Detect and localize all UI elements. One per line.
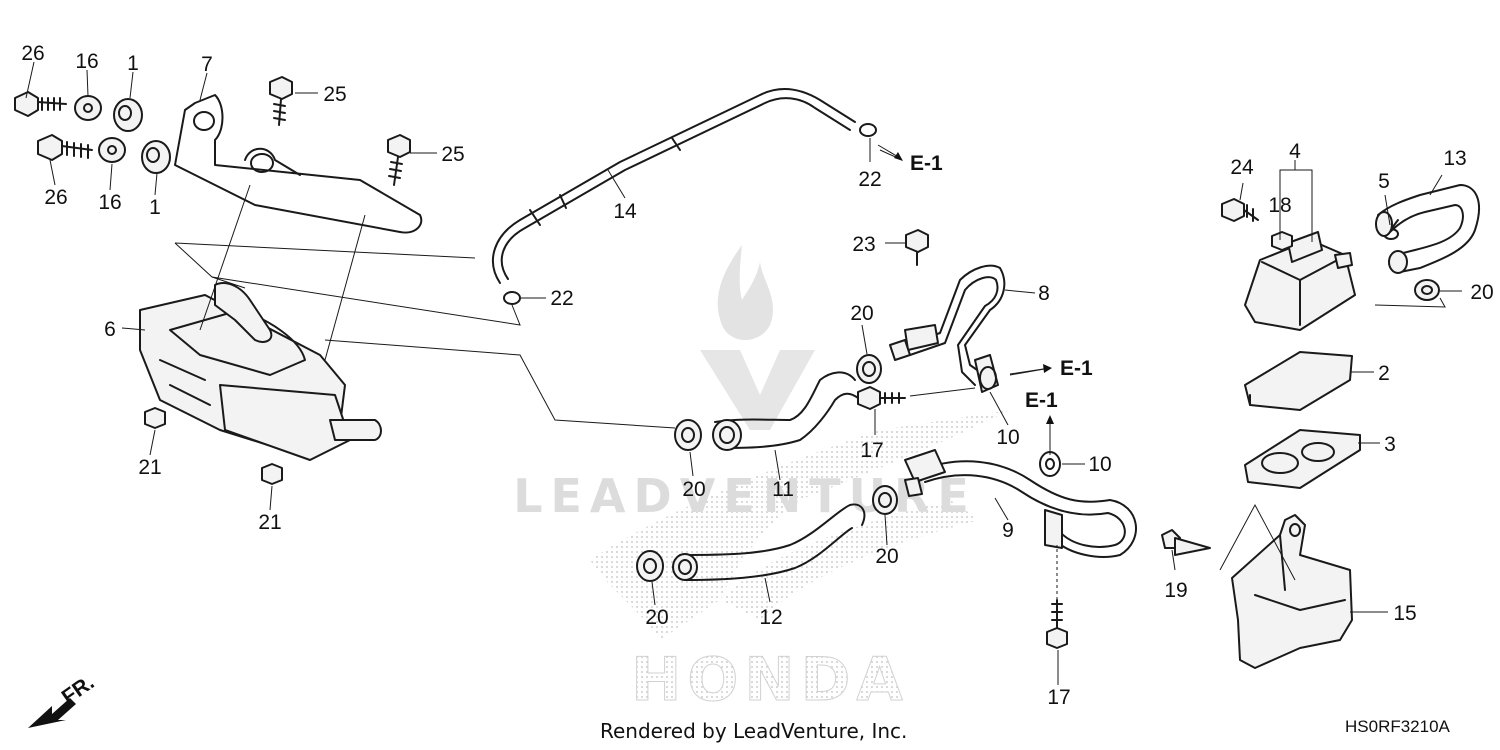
callout-20-hose11: 20 [682, 478, 705, 501]
callout-20-top: 20 [850, 302, 873, 325]
filter-element [1244, 351, 1353, 411]
callout-18: 18 [1268, 194, 1291, 217]
front-direction-label: FR. [58, 671, 99, 709]
callout-23: 23 [852, 233, 875, 256]
callout-12: 12 [759, 606, 782, 629]
callout-22-upper: 22 [858, 168, 881, 191]
clamp-20-right [1414, 279, 1440, 301]
callout-20-right: 20 [1470, 281, 1493, 304]
fuel-pipe-lower [904, 449, 1137, 558]
callout-21-upper: 21 [138, 456, 161, 479]
fuel-hose-upper [712, 371, 859, 451]
diagram-code: HS0RF3210A [1345, 717, 1451, 736]
callout-11: 11 [772, 478, 794, 501]
callout-21-lower: 21 [258, 511, 281, 534]
bolt-23 [905, 229, 929, 266]
washer-16-lower [98, 137, 126, 163]
callout-20-hose12-lower: 20 [645, 606, 668, 629]
leadventure-watermark-text: LEADVENTURE [513, 469, 977, 523]
clamp-20-hose11-lower [674, 419, 702, 451]
ref-e1-lower: E-1 [1025, 389, 1058, 412]
callout-17-lower: 17 [1047, 686, 1070, 709]
clip-22-lower [503, 291, 521, 305]
callout-3: 3 [1384, 433, 1396, 456]
callout-labels: 26 16 1 26 16 1 7 25 25 6 21 21 14 22 22… [21, 42, 1493, 709]
callout-10-upper: 10 [996, 426, 1019, 449]
e1-arrow-lower [1046, 415, 1054, 455]
bolt-17-lower [1046, 545, 1068, 649]
callout-2: 2 [1378, 362, 1390, 385]
bolt-17-upper [857, 386, 906, 410]
e1-arrow-middle [1009, 364, 1052, 375]
nut-18 [1271, 231, 1293, 251]
gasket-10-upper [979, 366, 997, 390]
fuel-hose-lower [672, 503, 866, 581]
callout-26-bottom: 26 [44, 186, 67, 209]
hose-13 [1375, 184, 1480, 274]
vent-hose [491, 88, 856, 284]
callout-15: 15 [1393, 602, 1416, 625]
callout-16-top: 16 [75, 50, 98, 73]
grommet-1-upper [113, 98, 143, 132]
callout-22-lower: 22 [550, 287, 573, 310]
washer-16-upper [74, 95, 102, 121]
bolt-25-upper [269, 76, 293, 126]
callout-20-hose12-upper: 20 [875, 545, 898, 568]
nut-21-lower [261, 463, 283, 485]
gasket-10-lower [1039, 451, 1061, 477]
grommet-1-lower [141, 140, 171, 174]
callout-8: 8 [1038, 282, 1050, 305]
callout-4: 4 [1289, 140, 1301, 163]
bolt-26-lower [37, 134, 93, 161]
callout-13: 13 [1443, 147, 1466, 170]
fuel-pipe-upper [889, 264, 1006, 393]
clamp-20-hose12-lower [636, 550, 664, 582]
ref-e1-upper: E-1 [910, 152, 943, 175]
fuel-pump-bracket [174, 94, 423, 234]
callout-24: 24 [1230, 156, 1254, 179]
nut-21-upper [144, 407, 166, 429]
ref-e1-middle: E-1 [1060, 357, 1093, 380]
honda-wing-watermark [590, 410, 1010, 640]
front-direction-arrow-icon [28, 698, 76, 728]
fuel-filter-case [1244, 231, 1356, 331]
leadventure-logo-watermark [700, 245, 815, 430]
callout-25-upper: 25 [323, 83, 346, 106]
clip-22-upper [859, 123, 877, 137]
callout-26-top: 26 [21, 42, 44, 65]
callout-14: 14 [613, 200, 637, 223]
clamp-20-hose11-upper [856, 354, 882, 384]
callout-1-top: 1 [127, 52, 139, 75]
callout-16-bottom: 16 [98, 191, 121, 214]
e1-arrow-upper [879, 149, 903, 161]
filter-cover [1231, 514, 1353, 669]
callout-9: 9 [1002, 519, 1014, 542]
callout-17-upper: 17 [860, 439, 883, 462]
bolt-26-upper [14, 91, 67, 117]
rendered-by-credit: Rendered by LeadVenture, Inc. [600, 719, 907, 743]
filter-seal [1244, 429, 1361, 489]
callout-25-lower: 25 [441, 143, 464, 166]
callout-6: 6 [104, 318, 116, 341]
clamp-20-hose12-upper [872, 485, 898, 515]
fuel-pump-assembly [139, 282, 382, 461]
bolt-25-lower [387, 134, 411, 186]
callout-10-lower: 10 [1088, 453, 1111, 476]
bolt-24 [1221, 198, 1259, 222]
leader-lines [25, 61, 1462, 685]
callout-1-bottom: 1 [149, 196, 161, 219]
honda-watermark-text: HONDA [631, 645, 909, 715]
callout-5: 5 [1378, 170, 1390, 193]
callout-7: 7 [201, 53, 213, 76]
clip-19 [1161, 529, 1211, 556]
callout-19: 19 [1164, 579, 1187, 602]
